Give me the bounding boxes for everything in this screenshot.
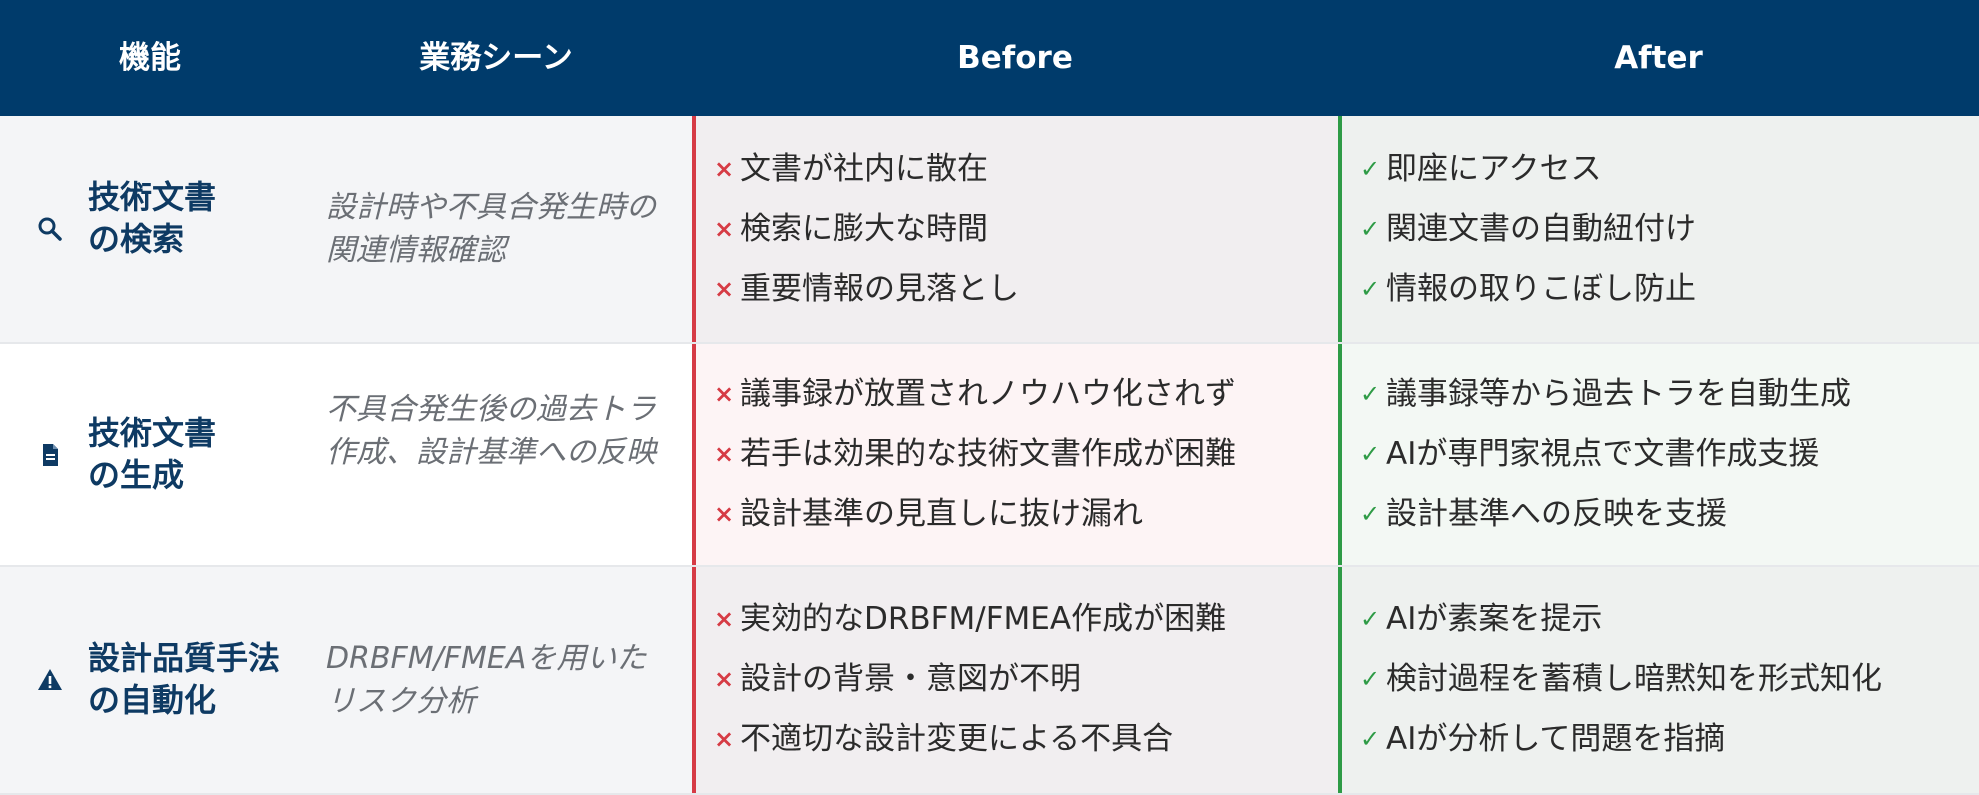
- scene-text: 不具合発生後の過去トラ作成、設計基準への反映: [326, 392, 656, 470]
- function-title: 技術文書 の検索: [88, 178, 217, 258]
- after-cell: ✓AIが素案を提示 ✓検討過程を蓄積し暗黙知を形式知化 ✓AIが分析して問題を指…: [1338, 567, 1979, 793]
- after-item: ✓AIが素案を提示: [1360, 589, 1969, 649]
- after-item: ✓検討過程を蓄積し暗黙知を形式知化: [1360, 649, 1969, 709]
- function-title: 技術文書 の生成: [88, 414, 217, 494]
- after-cell: ✓即座にアクセス ✓関連文書の自動紐付け ✓情報の取りこぼし防止: [1338, 116, 1979, 342]
- before-item: ×実効的なDRBFM/FMEA作成が困難: [714, 589, 1328, 649]
- check-icon: ✓: [1360, 605, 1381, 633]
- check-icon: ✓: [1360, 380, 1381, 408]
- before-item: ×検索に膨大な時間: [714, 199, 1328, 259]
- table-header: 機能 業務シーン Before After: [0, 0, 1979, 116]
- before-item: ×設計の背景・意図が不明: [714, 649, 1328, 709]
- cross-icon: ×: [714, 665, 735, 693]
- check-icon: ✓: [1360, 440, 1381, 468]
- table-row: 技術文書 の生成 不具合発生後の過去トラ作成、設計基準への反映 ×議事録が放置さ…: [0, 344, 1979, 567]
- before-item: ×不適切な設計変更による不具合: [714, 709, 1328, 769]
- before-item: ×設計基準の見直しに抜け漏れ: [714, 484, 1328, 544]
- header-before: Before: [957, 40, 1073, 76]
- after-item: ✓AIが専門家視点で文書作成支援: [1360, 424, 1969, 484]
- before-item: ×若手は効果的な技術文書作成が困難: [714, 424, 1328, 484]
- check-icon: ✓: [1360, 725, 1381, 753]
- before-item: ×文書が社内に散在: [714, 139, 1328, 199]
- cross-icon: ×: [714, 380, 735, 408]
- before-cell: ×実効的なDRBFM/FMEA作成が困難 ×設計の背景・意図が不明 ×不適切な設…: [692, 567, 1338, 793]
- scene-text: DRBFM/FMEAを用いたリスク分析: [326, 641, 647, 719]
- check-icon: ✓: [1360, 275, 1381, 303]
- table-row: 技術文書 の検索 設計時や不具合発生時の関連情報確認 ×文書が社内に散在 ×検索…: [0, 116, 1979, 344]
- after-item: ✓関連文書の自動紐付け: [1360, 199, 1969, 259]
- after-item: ✓設計基準への反映を支援: [1360, 484, 1969, 544]
- scene-text: 設計時や不具合発生時の関連情報確認: [326, 190, 656, 268]
- warning-icon: [38, 669, 62, 690]
- cross-icon: ×: [714, 440, 735, 468]
- check-icon: ✓: [1360, 155, 1381, 183]
- header-scene: 業務シーン: [419, 40, 573, 76]
- after-item: ✓議事録等から過去トラを自動生成: [1360, 364, 1969, 424]
- function-title: 設計品質手法 の自動化: [88, 639, 281, 719]
- document-icon: [43, 443, 58, 466]
- after-cell: ✓議事録等から過去トラを自動生成 ✓AIが専門家視点で文書作成支援 ✓設計基準へ…: [1338, 344, 1979, 565]
- check-icon: ✓: [1360, 665, 1381, 693]
- before-cell: ×文書が社内に散在 ×検索に膨大な時間 ×重要情報の見落とし: [692, 116, 1338, 342]
- before-cell: ×議事録が放置されノウハウ化されず ×若手は効果的な技術文書作成が困難 ×設計基…: [692, 344, 1338, 565]
- cross-icon: ×: [714, 155, 735, 183]
- table-row: 設計品質手法 の自動化 DRBFM/FMEAを用いたリスク分析 ×実効的なDRB…: [0, 567, 1979, 795]
- before-item: ×重要情報の見落とし: [714, 259, 1328, 319]
- after-item: ✓AIが分析して問題を指摘: [1360, 709, 1969, 769]
- cross-icon: ×: [714, 275, 735, 303]
- function-cell: 技術文書 の検索: [0, 116, 300, 342]
- cross-icon: ×: [714, 725, 735, 753]
- header-after: After: [1614, 40, 1703, 76]
- cross-icon: ×: [714, 215, 735, 243]
- header-function: 機能: [119, 40, 181, 76]
- function-cell: 技術文書 の生成: [0, 344, 300, 565]
- after-item: ✓情報の取りこぼし防止: [1360, 259, 1969, 319]
- after-item: ✓即座にアクセス: [1360, 139, 1969, 199]
- function-cell: 設計品質手法 の自動化: [0, 567, 300, 793]
- cross-icon: ×: [714, 605, 735, 633]
- search-icon: [38, 217, 62, 241]
- check-icon: ✓: [1360, 215, 1381, 243]
- before-item: ×議事録が放置されノウハウ化されず: [714, 364, 1328, 424]
- cross-icon: ×: [714, 500, 735, 528]
- check-icon: ✓: [1360, 500, 1381, 528]
